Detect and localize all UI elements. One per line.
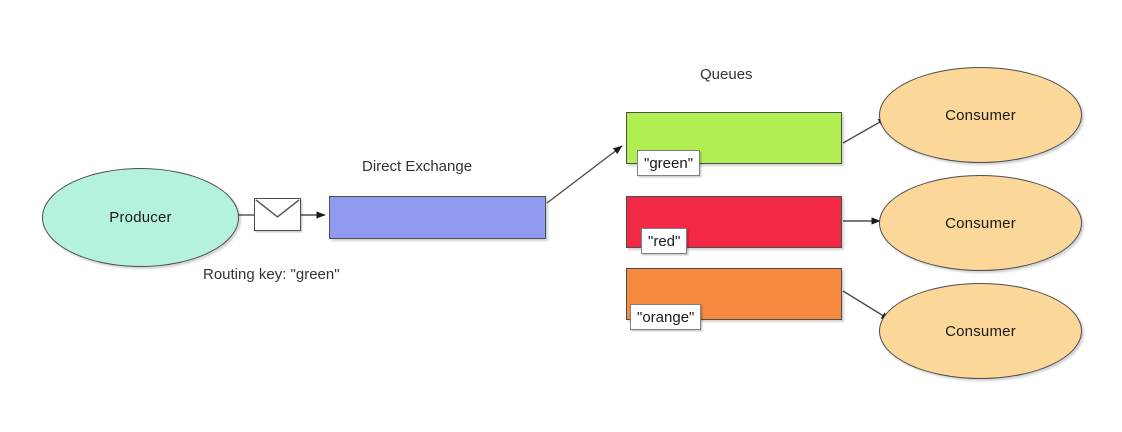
consumer-node-1[interactable]: Consumer xyxy=(879,67,1082,163)
binding-key-green: "green" xyxy=(637,150,701,176)
connector-queue-orange-consumer-3 xyxy=(842,290,891,321)
exchange-title: Direct Exchange xyxy=(362,158,473,175)
binding-key-orange: "orange" xyxy=(630,304,702,330)
consumer-node-2[interactable]: Consumer xyxy=(879,175,1082,271)
producer-node[interactable]: Producer xyxy=(42,168,239,267)
queues-title: Queues xyxy=(700,66,753,83)
producer-label: Producer xyxy=(109,209,172,226)
envelope-icon xyxy=(254,198,301,231)
consumer-label-1: Consumer xyxy=(945,106,1016,124)
binding-key-red: "red" xyxy=(641,228,688,254)
connector-exchange-queue-green xyxy=(546,145,623,204)
consumer-label-3: Consumer xyxy=(945,322,1016,340)
consumer-label-2: Consumer xyxy=(945,214,1016,232)
consumer-node-3[interactable]: Consumer xyxy=(879,283,1082,379)
direct-exchange-node[interactable] xyxy=(329,196,546,239)
routing-key-caption: Routing key: "green" xyxy=(203,266,340,283)
